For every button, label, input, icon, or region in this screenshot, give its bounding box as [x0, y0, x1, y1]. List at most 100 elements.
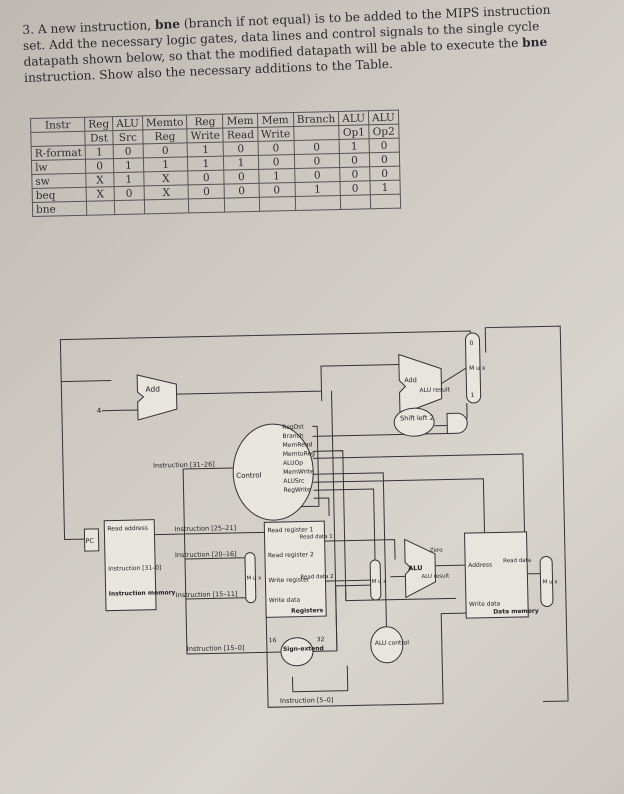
table-header-cell: Mem: [222, 113, 258, 129]
table-cell: 0: [188, 184, 225, 199]
table-cell: 0: [369, 166, 400, 181]
table-cell: 1: [223, 155, 259, 171]
pc-mux-label: M u x: [469, 365, 486, 372]
main-alu-label: ALU: [408, 564, 422, 572]
wire-regwrite: [313, 497, 330, 516]
table-cell: 0: [188, 170, 225, 185]
read-register-1-label: Read register 1: [267, 526, 313, 534]
program-counter: PC: [83, 528, 100, 552]
table-header-cell: Op1: [338, 124, 369, 140]
instruction-memory-label: Instruction memory: [109, 589, 176, 597]
control-signal-label: RegWrite: [284, 486, 312, 494]
table-header-cell: ALU: [112, 115, 143, 131]
table-header-cell: Memto: [142, 114, 188, 130]
table-cell: X: [143, 170, 189, 186]
wire-memtoreg: [312, 453, 526, 562]
table-cell: 0: [85, 158, 114, 174]
read-data-2-label: Read data 2: [300, 574, 333, 581]
wire-writedata: [345, 590, 456, 602]
instruction-31-0-label: Instruction [31–0]: [108, 565, 161, 573]
read-data-label: Read data: [503, 558, 531, 565]
table-header-cell: Op2: [368, 124, 399, 139]
wire-add-out: [176, 363, 399, 395]
pc-mux-0: 0: [469, 340, 473, 347]
main-alu: ALU ALU result Zero: [404, 538, 450, 599]
table-cell: [144, 198, 189, 214]
table-header-cell: Write: [257, 126, 294, 142]
wire-to-shift: [331, 390, 338, 651]
table-header-cell: Reg: [84, 116, 113, 132]
question-bold-bne: bne: [154, 16, 181, 32]
shift-left-2: Shift left 2: [393, 407, 435, 437]
branch-adder-label: Add: [404, 376, 417, 384]
wire-four: [101, 409, 138, 412]
table-cell: 0: [369, 152, 400, 167]
wire-instr-5-0: [291, 665, 349, 693]
instr-15-11-label: Instruction [15–11]: [176, 590, 238, 599]
control-signal-label: Branch: [282, 433, 304, 440]
memtoreg-mux: M u x: [539, 555, 558, 607]
wire-memread: [312, 450, 347, 601]
control-signal-label: MemRead: [283, 441, 313, 449]
table-cell: 0: [114, 185, 145, 201]
wire-instr-15-11: [185, 597, 246, 600]
registers-label: Registers: [291, 607, 324, 615]
table-header-cell: Reg: [142, 128, 188, 144]
pc-label: PC: [86, 537, 95, 545]
question-text: 3. A new instruction, bne (branch if not…: [22, 1, 584, 86]
table-cell: 0: [113, 143, 144, 159]
table-cell: [340, 194, 371, 210]
wire-pc-to-add-loop: [61, 380, 112, 383]
table-cell: 0: [294, 153, 340, 169]
table-header-cell: [30, 131, 86, 147]
zero-label: Zero: [430, 548, 443, 554]
pc-adder-label: Add: [145, 384, 160, 393]
wire-memwrite: [313, 478, 486, 533]
alu-control-label: ALU control: [375, 639, 410, 647]
regdst-mux: M u x: [244, 552, 262, 604]
table-header-cell: Dst: [84, 130, 114, 146]
alusrc-mux-label: M u x: [371, 579, 387, 585]
data-memory: Address Read data Write data Data memory: [464, 531, 539, 619]
table-cell: [86, 200, 115, 216]
instr-5-0-label: Instruction [5–0]: [280, 696, 334, 705]
table-cell: 0: [339, 166, 370, 182]
table-cell: 1: [339, 138, 370, 154]
table-header-cell: ALU: [338, 110, 369, 126]
sign-extend: Sign-extend 16 32: [269, 636, 325, 667]
table-cell: 1: [113, 157, 144, 173]
table-cell: [370, 194, 401, 209]
read-address-label: Read address: [107, 525, 148, 533]
mem-write-data-label: Write data: [469, 600, 501, 608]
table-row-label: bne: [32, 201, 87, 217]
table-cell: [295, 195, 341, 211]
wire-instr-25-21: [184, 531, 265, 535]
table-cell: 1: [85, 144, 114, 160]
table-row-label: R-format: [31, 145, 86, 161]
table-header-cell: Write: [187, 128, 224, 143]
instruction-memory: Read address Instruction [31–0] Instruct…: [103, 519, 176, 612]
table-cell: 1: [187, 142, 224, 157]
table-cell: 1: [143, 156, 189, 172]
regdst-mux-label: M u x: [246, 575, 262, 581]
instr-15-0-label: Instruction [15–0]: [187, 644, 245, 653]
table-cell: 0: [258, 182, 296, 198]
sign-extend-32-label: 32: [317, 636, 325, 643]
table-header-cell: Read: [223, 127, 258, 143]
table-cell: 0: [142, 142, 188, 158]
table-header-cell: Branch: [293, 111, 339, 127]
table-header-cell: ALU: [368, 110, 399, 125]
pc-adder: Add 4: [97, 374, 178, 421]
table-header-cell: Instr: [30, 117, 85, 133]
table-header-cell: Reg: [186, 114, 224, 129]
wire-aluop: [313, 472, 388, 635]
table-cell: 1: [369, 180, 401, 195]
branch-and-gate: [446, 412, 468, 435]
table-cell: 0: [294, 167, 341, 183]
write-register-label: Write register: [268, 576, 310, 584]
shift-left-2-label: Shift left 2: [400, 414, 434, 423]
control-signal-label: MemWrite: [283, 468, 314, 476]
address-label: Address: [468, 562, 492, 569]
